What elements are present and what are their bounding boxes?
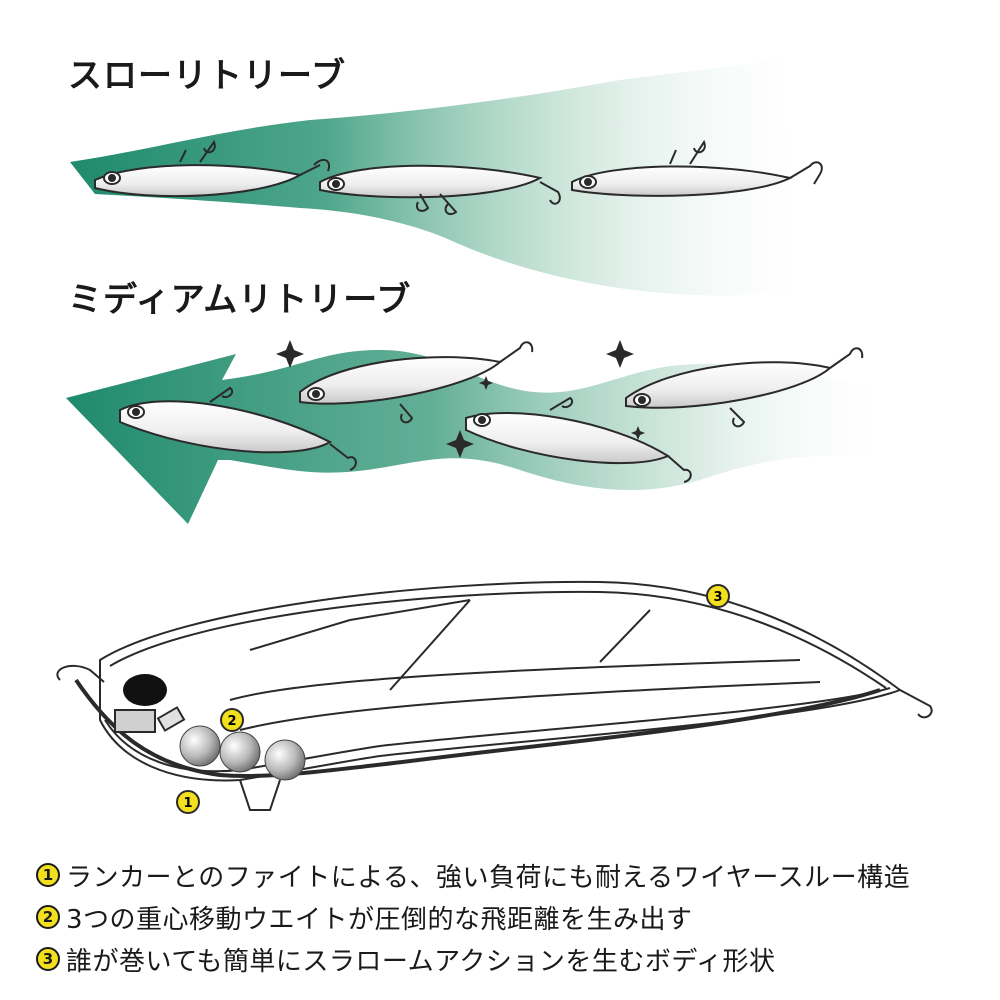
lure-body-outline [56, 580, 933, 811]
medium-retrieve-illustration [66, 340, 880, 524]
slow-lure-1 [94, 139, 330, 198]
heading-slow-retrieve: スローリトリーブ [68, 56, 346, 96]
callout-2: 2 [220, 708, 244, 732]
heading-medium-retrieve: ミディアムリトリーブ [68, 280, 412, 320]
medium-lure-3 [465, 396, 692, 483]
slow-lure-3 [571, 139, 823, 197]
medium-lure-1 [119, 386, 357, 471]
lure-cutaway-diagram: 1 2 3 [56, 580, 933, 814]
sparkle-icon [276, 340, 645, 458]
black-weight [123, 674, 167, 706]
feature-text-2: 3つの重心移動ウエイトが圧倒的な飛距離を生み出す [66, 904, 693, 935]
feature-list: 1 ランカーとのファイトによる、強い負荷にも耐えるワイヤースルー構造 2 3つの… [36, 854, 986, 980]
feature-item-1: 1 ランカーとのファイトによる、強い負荷にも耐えるワイヤースルー構造 [36, 854, 986, 896]
feature-text-1: ランカーとのファイトによる、強い負荷にも耐えるワイヤースルー構造 [66, 862, 911, 893]
wire-through [74, 678, 881, 778]
medium-lure-4 [625, 347, 864, 428]
slow-lure-2 [319, 164, 561, 216]
badge-1: 1 [36, 863, 60, 887]
feature-item-2: 2 3つの重心移動ウエイトが圧倒的な飛距離を生み出す [36, 896, 986, 938]
svg-text:2: 2 [227, 714, 236, 729]
callout-1: 1 [176, 790, 200, 814]
callout-3: 3 [706, 584, 730, 608]
slow-retrieve-illustration [70, 60, 823, 296]
badge-3: 3 [36, 947, 60, 971]
weight-ball-icon [179, 725, 306, 781]
medium-lure-2 [299, 341, 534, 424]
svg-text:1: 1 [183, 796, 192, 811]
weight-housing [114, 709, 156, 733]
feature-item-3: 3 誰が巻いても簡単にスラロームアクションを生むボディ形状 [36, 938, 986, 980]
svg-text:3: 3 [713, 590, 722, 605]
badge-2: 2 [36, 905, 60, 929]
feature-text-3: 誰が巻いても簡単にスラロームアクションを生むボディ形状 [66, 946, 776, 977]
